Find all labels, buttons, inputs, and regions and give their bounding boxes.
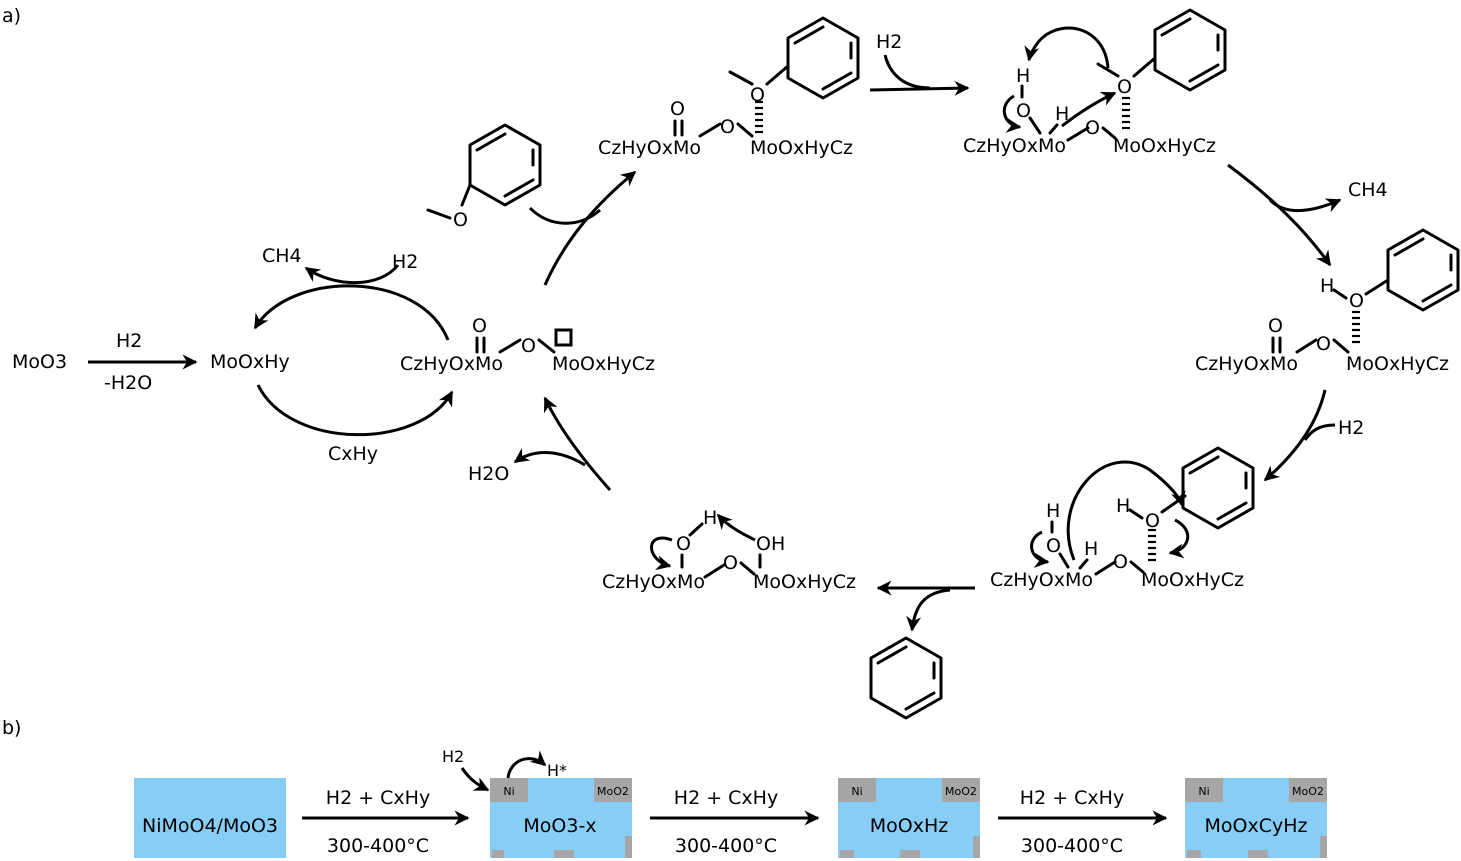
h2-top-label: H2 xyxy=(392,251,418,273)
moo2-label-4: MoO2 xyxy=(1292,785,1324,798)
precursor-box xyxy=(134,778,286,858)
anisole-o: O xyxy=(453,209,468,231)
arrow1-bottom: 300-400°C xyxy=(327,835,429,857)
upper-cycle-arrow xyxy=(253,284,450,341)
arrow3-bottom: 300-400°C xyxy=(1021,835,1123,857)
h2-activation-site: CzHyOxMo H O H O O MoOxHyCz xyxy=(963,8,1227,157)
h2o-product-label: H2O xyxy=(468,463,509,485)
lower-cycle-arrow xyxy=(256,384,454,437)
stage3-left-mo: CzHyOxMo xyxy=(963,135,1066,157)
stage2-oxo: O xyxy=(670,98,685,120)
cxhy-label: CxHy xyxy=(328,443,378,465)
carburization-cycle: CH4 H2 CxHy xyxy=(253,245,454,465)
ni-label-3: Ni xyxy=(851,785,862,798)
stage4-phenol-h: H xyxy=(1320,275,1334,297)
box-moo3x: Ni MoO2 MoO3-x H2 H* xyxy=(442,747,632,858)
step-arrow-2: H2 + CxHy 300-400°C xyxy=(650,787,820,857)
stage5-bridge-o: O xyxy=(1113,551,1128,573)
initial-reduction: MoO3 H2 -H2O MoOxHy xyxy=(12,330,290,394)
benzene-molecule xyxy=(869,636,943,720)
phenol-adsorbed-site: CzHyOxMo O O H O MoOxHyCz xyxy=(1195,228,1460,375)
stage4-right-mo: MoOxHyCz xyxy=(1346,353,1449,375)
hydrogenolysis-site: CzHyOxMo H O H O H O MoOxHyCz xyxy=(990,446,1255,591)
stage3-o-hydroxyl: O xyxy=(1016,100,1031,122)
water-release-step: H2O xyxy=(468,396,612,491)
moo2-label-3: MoO2 xyxy=(945,785,977,798)
ch4-product-label: CH4 xyxy=(1348,179,1388,201)
panel-a-label: a) xyxy=(2,5,21,27)
hstar-label: H* xyxy=(547,761,567,780)
step-arrow-1: H2 + CxHy 300-400°C xyxy=(302,787,470,857)
stage3-h-mo: H xyxy=(1055,103,1069,125)
ni-label: Ni xyxy=(503,785,514,798)
arrow3-top: H2 + CxHy xyxy=(1020,787,1124,809)
box-mooxcyhz: Ni MoO2 MoOxCyHz xyxy=(1185,778,1327,858)
stage3-right-mo: MoOxHyCz xyxy=(1113,135,1216,157)
stage6-right-mo: MoOxHyCz xyxy=(753,571,856,593)
anisole-adsorption-step: O xyxy=(426,123,637,286)
vacancy-site: CzHyOxMo O O MoOxHyCz xyxy=(400,315,655,375)
stage5-o-hydroxyl: O xyxy=(1046,535,1061,557)
h2-adsorb-label: H2 xyxy=(442,747,464,766)
moo2-label: MoO2 xyxy=(597,785,629,798)
moo2-patch xyxy=(594,778,632,802)
h2-dissociation-step: H2 xyxy=(869,31,970,96)
stage3-anisole-o: O xyxy=(1117,76,1132,98)
demethylation-step: CH4 xyxy=(1227,163,1388,267)
hydride-text: MoOxHz xyxy=(870,815,949,837)
ch4-label: CH4 xyxy=(262,245,302,267)
ni-label-4: Ni xyxy=(1198,785,1209,798)
bridge-o: O xyxy=(521,335,536,357)
water-loss-label: -H2O xyxy=(104,372,152,394)
anisole-molecule: O xyxy=(426,123,542,231)
precursor-text: NiMoO4/MoO3 xyxy=(142,815,278,837)
stage6-h: H xyxy=(703,507,717,529)
stage6-o-left: O xyxy=(676,533,691,555)
h2-reagent-label: H2 xyxy=(116,330,142,352)
mooxhy-label: MoOxHy xyxy=(210,351,290,373)
stage4-left-mo: CzHyOxMo xyxy=(1195,353,1298,375)
box-nimoo4-moo3: NiMoO4/MoO3 xyxy=(134,778,286,858)
stage5-phenol-h: H xyxy=(1116,495,1130,517)
panel-b-label: b) xyxy=(2,717,21,739)
stage4-oxo: O xyxy=(1268,315,1283,337)
moo3-label: MoO3 xyxy=(12,351,67,373)
phenol-hydrogenolysis-step: H2 xyxy=(1263,389,1364,482)
stage6-left-mo: CzHyOxMo xyxy=(602,571,705,593)
stage2-right-mo: MoOxHyCz xyxy=(750,137,853,159)
vacancy-right-mo: MoOxHyCz xyxy=(552,353,655,375)
benzene-release-step xyxy=(869,580,975,720)
stage4-phenol-o: O xyxy=(1349,290,1364,312)
stage3-h-top: H xyxy=(1016,65,1030,87)
step-arrow-3: H2 + CxHy 300-400°C xyxy=(998,787,1168,857)
stage6-oh: OH xyxy=(756,533,785,555)
ch4-release-arrow xyxy=(304,264,400,285)
stage5-phenol-o: O xyxy=(1145,510,1160,532)
box-mooxhz: Ni MoO2 MoOxHz xyxy=(838,778,980,858)
stage5-h-mo: H xyxy=(1084,538,1098,560)
stage4-bridge-o: O xyxy=(1316,333,1331,355)
hydroxyl-site: CzHyOxMo O H O OH MoOxHyCz xyxy=(602,507,856,593)
stage3-h2-label: H2 xyxy=(876,31,902,53)
carbide-text: MoOxCyHz xyxy=(1205,815,1308,837)
arrow2-top: H2 + CxHy xyxy=(674,787,778,809)
stage2-bridge-o: O xyxy=(720,116,735,138)
stage5-left-mo: CzHyOxMo xyxy=(990,569,1093,591)
stage6-bridge-o: O xyxy=(723,552,738,574)
vacancy-square xyxy=(554,328,573,347)
reduced-text: MoO3-x xyxy=(523,815,596,837)
arrow1-top: H2 + CxHy xyxy=(326,787,430,809)
stage5-h2-label: H2 xyxy=(1338,417,1364,439)
oxo-o: O xyxy=(472,315,487,337)
arrow2-bottom: 300-400°C xyxy=(675,835,777,857)
stage2-left-mo: CzHyOxMo xyxy=(598,137,701,159)
ni-patch xyxy=(490,778,528,802)
vacancy-left-mo: CzHyOxMo xyxy=(400,353,503,375)
stage3-bridge-o: O xyxy=(1085,117,1100,139)
stage5-h-top: H xyxy=(1046,500,1060,522)
stage5-right-mo: MoOxHyCz xyxy=(1141,569,1244,591)
anisole-adsorbed-site: CzHyOxMo O O O MoOxHyCz xyxy=(598,16,860,159)
stage2-anisole-o: O xyxy=(750,84,765,106)
